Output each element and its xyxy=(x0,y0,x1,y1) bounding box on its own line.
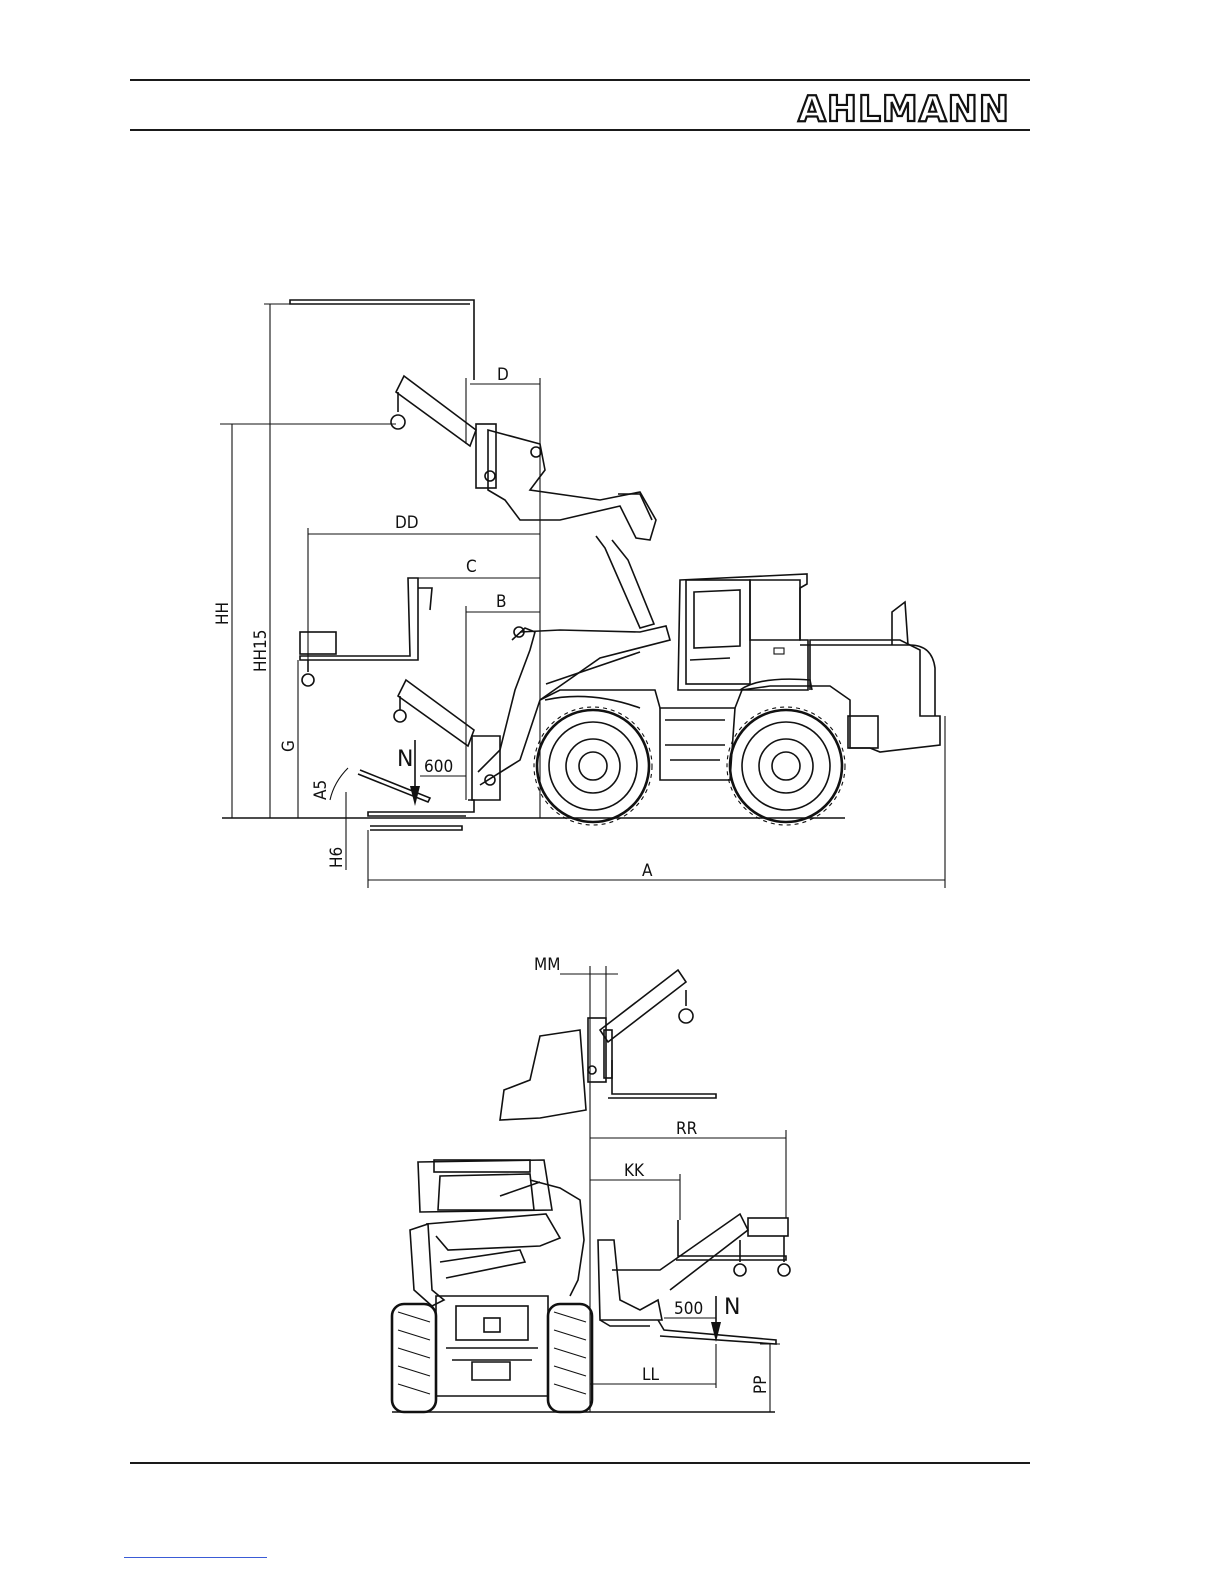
load-label-n-side: N xyxy=(397,747,413,772)
left-tyre xyxy=(392,1304,436,1412)
dim-label-d: D xyxy=(497,365,509,385)
dim-label-ll: LL xyxy=(642,1365,660,1385)
dim-label-a5: A5 xyxy=(311,780,331,800)
dim-label-dd: DD xyxy=(395,513,419,533)
footer-rule xyxy=(130,1462,1030,1464)
dim-label-rr: RR xyxy=(676,1119,698,1139)
side-view: D DD C B HH HH15 G A5 H6 N 600 xyxy=(213,300,945,888)
dim-label-kk: KK xyxy=(624,1161,645,1181)
dim-label-hh15: HH15 xyxy=(251,630,271,672)
loader-body xyxy=(540,574,940,780)
dim-label-pp: PP xyxy=(751,1376,771,1394)
bucket-raised xyxy=(500,970,716,1120)
right-tyre xyxy=(548,1304,592,1412)
load-offset-500: 500 xyxy=(674,1299,703,1319)
front-wheel xyxy=(727,707,845,825)
boom-lowered xyxy=(472,626,670,800)
fork-mid xyxy=(300,578,432,686)
dim-label-hh: HH xyxy=(213,602,233,625)
load-label-n-front: N xyxy=(724,1295,740,1320)
dim-label-b: B xyxy=(496,592,507,612)
dim-label-h6: H6 xyxy=(327,847,347,868)
footer-link-underline xyxy=(124,1557,267,1558)
load-offset-600: 600 xyxy=(424,757,453,777)
dim-label-mm: MM xyxy=(534,955,560,975)
rear-wheel xyxy=(534,707,652,825)
crane-jib-lower xyxy=(394,680,474,746)
dim-label-g: G xyxy=(279,740,299,752)
dim-label-c: C xyxy=(466,557,477,577)
front-view: MM RR KK N 500 LL PP xyxy=(392,955,790,1412)
front-booms xyxy=(410,1180,584,1306)
front-body xyxy=(418,1160,552,1396)
dim-label-a: A xyxy=(642,861,653,881)
side-shift-carriage xyxy=(598,1214,790,1344)
